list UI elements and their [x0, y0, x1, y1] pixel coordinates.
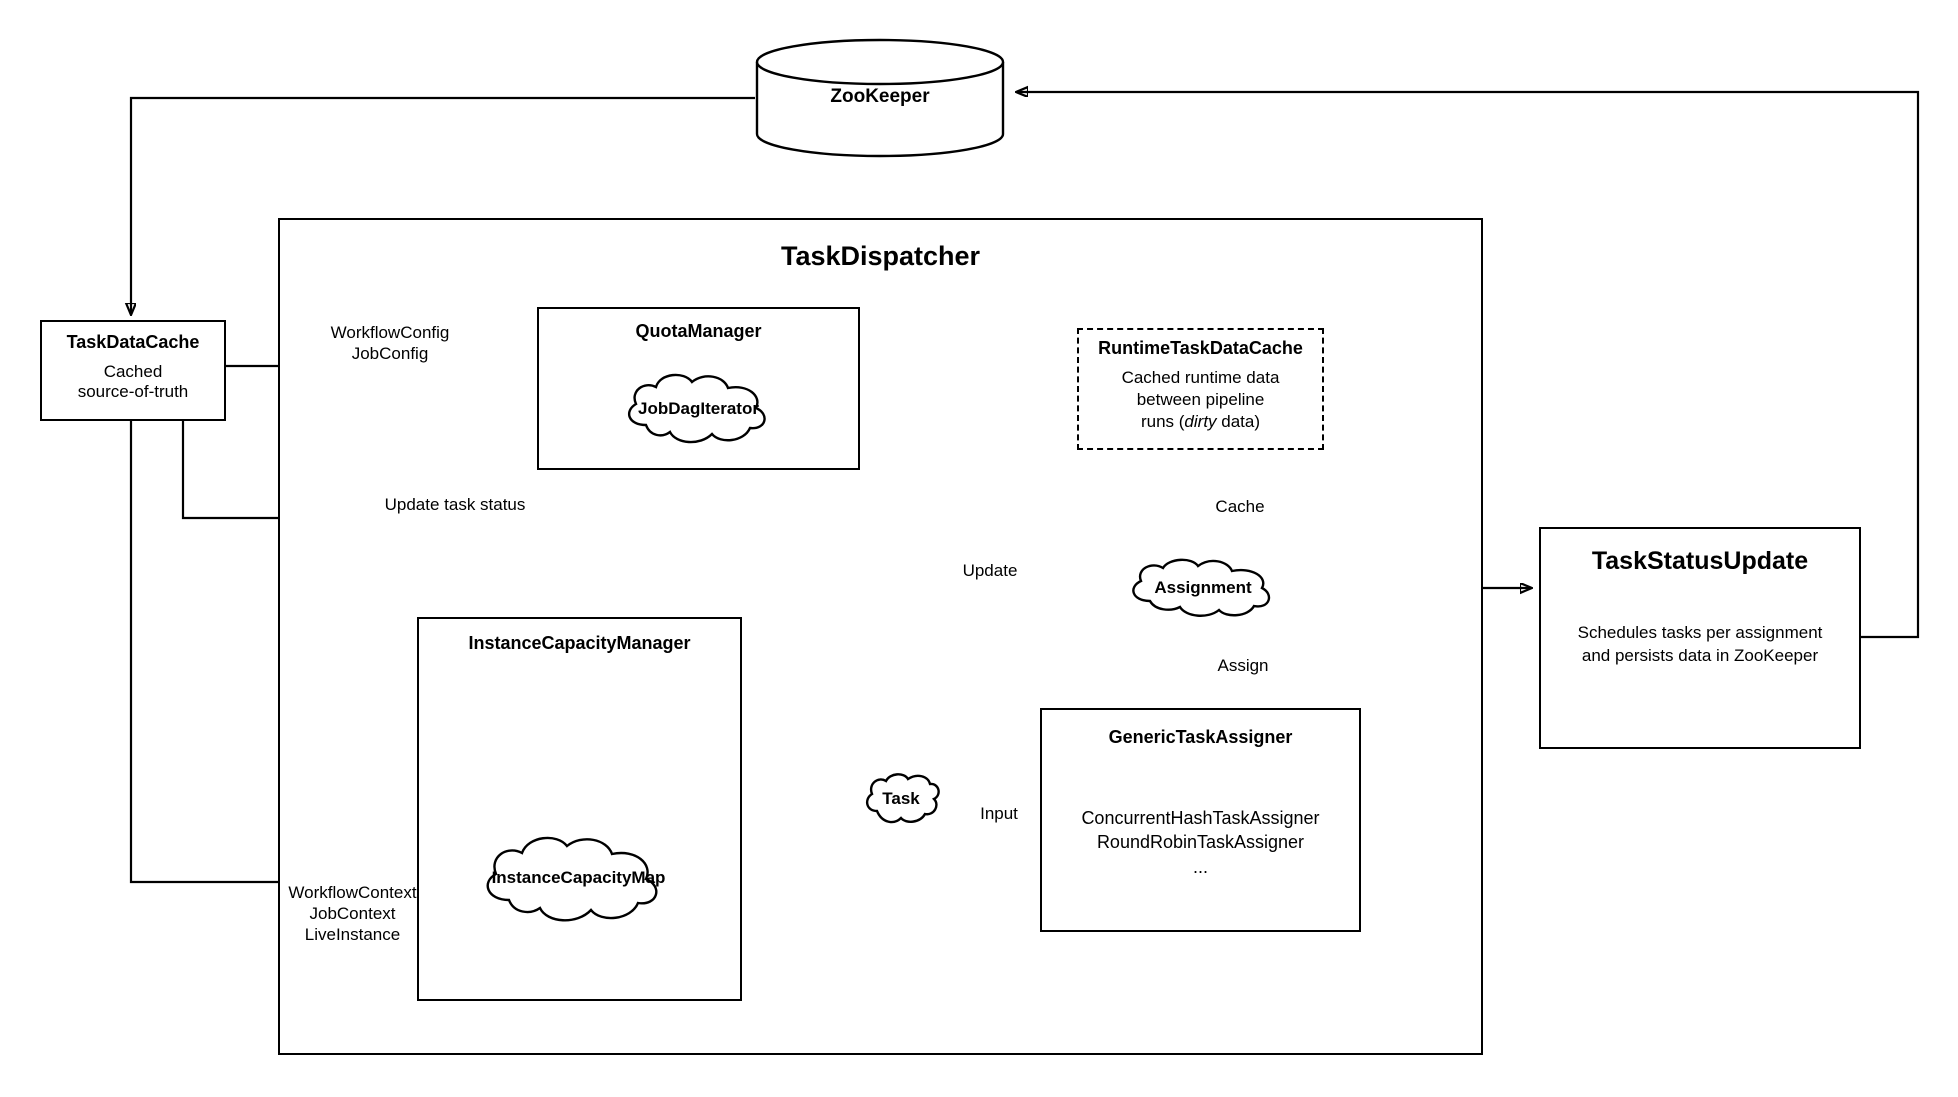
edge-label-workflow-job-config: WorkflowConfig JobConfig — [330, 323, 450, 364]
runtime-cache-line3-post: data) — [1216, 412, 1261, 432]
quota-manager-title: QuotaManager — [635, 321, 762, 341]
job-dag-iterator-label: JobDagIterator — [638, 399, 759, 418]
instance-capacity-manager-node[interactable]: InstanceCapacityManager — [417, 617, 742, 1001]
edge-label-input: Input — [980, 804, 1018, 823]
runtime-task-data-cache-title: RuntimeTaskDataCache — [1098, 338, 1303, 358]
cloud-icon — [1132, 558, 1271, 617]
instance-capacity-map-label: InstanceCapacityMap — [491, 868, 666, 887]
generic-task-assigner-implementations: ConcurrentHashTaskAssigner RoundRobinTas… — [1081, 808, 1320, 877]
cloud-icon — [627, 373, 766, 444]
runtime-task-data-cache-node[interactable]: RuntimeTaskDataCache Cached runtime data… — [1077, 328, 1324, 450]
task-status-update-node[interactable]: TaskStatusUpdate Schedules tasks per ass… — [1539, 527, 1861, 749]
edge-label-assign: Assign — [1217, 656, 1269, 675]
runtime-task-data-cache-subtitle: Cached runtime data between pipeline run… — [1079, 367, 1322, 433]
instance-capacity-manager-title: InstanceCapacityManager — [468, 633, 691, 653]
task-cloud[interactable]: Task — [862, 770, 940, 828]
generic-task-assigner-node[interactable]: GenericTaskAssigner ConcurrentHashTaskAs… — [1040, 708, 1361, 932]
edge-label-contexts: WorkflowContext JobContext LiveInstance — [288, 883, 417, 945]
generic-task-assigner-title: GenericTaskAssigner — [1108, 727, 1293, 747]
runtime-cache-line2: between pipeline — [1136, 390, 1265, 410]
edge-label-update-task-status: Update task status — [384, 495, 526, 514]
runtime-cache-line3-pre: runs ( — [1140, 412, 1185, 432]
task-status-update-title: TaskStatusUpdate — [1591, 547, 1809, 575]
cloud-icon — [486, 836, 658, 922]
assignment-cloud[interactable]: Assignment — [1122, 557, 1284, 619]
task-label: Task — [882, 789, 920, 808]
zookeeper-node[interactable]: ZooKeeper — [755, 38, 1005, 158]
instance-capacity-map-cloud[interactable]: InstanceCapacityMap — [471, 830, 686, 928]
zookeeper-label: ZooKeeper — [830, 86, 930, 107]
task-data-cache-title: TaskDataCache — [66, 332, 200, 352]
task-status-update-subtitle: Schedules tasks per assignment and persi… — [1577, 623, 1823, 665]
task-dispatcher-title: TaskDispatcher — [780, 241, 981, 271]
runtime-cache-line1: Cached runtime data — [1121, 368, 1280, 387]
runtime-cache-line3-em: dirty — [1184, 412, 1217, 432]
task-data-cache-subtitle: Cached source-of-truth — [77, 362, 189, 401]
cylinder-icon — [755, 38, 1005, 158]
task-data-cache-node[interactable]: TaskDataCache Cached source-of-truth — [40, 320, 226, 421]
assignment-label: Assignment — [1154, 578, 1252, 597]
job-dag-iterator-cloud[interactable]: JobDagIterator — [616, 368, 781, 450]
edge-label-update: Update — [962, 561, 1018, 580]
edge-label-cache: Cache — [1215, 497, 1265, 516]
cloud-icon — [865, 773, 940, 824]
